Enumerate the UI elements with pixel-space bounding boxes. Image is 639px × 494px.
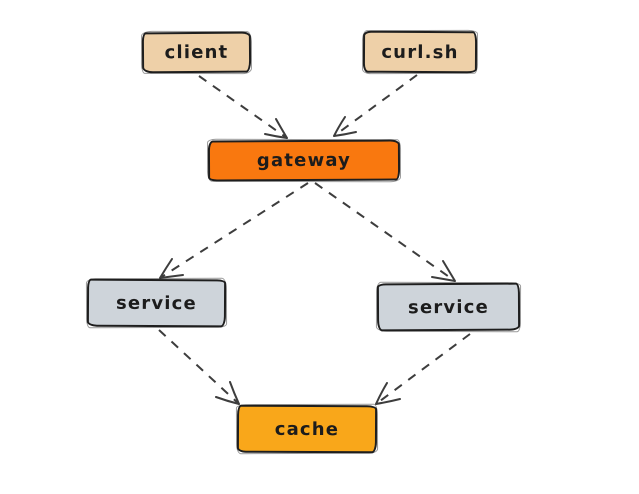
node-service-left: service: [86, 278, 227, 328]
arrowhead-gateway-to-service-right: [431, 260, 456, 282]
edge-service-right-to-cache-line: [375, 333, 471, 405]
node-curl-sh: curl.sh: [362, 30, 478, 74]
node-gateway: gateway: [207, 139, 401, 182]
node-service-right: service: [376, 282, 521, 332]
node-service-left-label: service: [115, 292, 198, 314]
edge-client-to-gateway-line: [198, 75, 288, 139]
arrowhead-curl-to-gateway: [333, 116, 357, 137]
arrowhead-gateway-to-service-left: [159, 258, 184, 279]
edge-gateway-to-service-right: [314, 182, 456, 282]
arrowhead-client-to-gateway: [264, 118, 288, 139]
node-service-right-label: service: [407, 296, 490, 318]
edge-gateway-to-service-right-line: [314, 182, 456, 282]
edge-curl-to-gateway-line: [333, 74, 418, 137]
arrowhead-service-left-to-cache: [215, 381, 240, 405]
node-cache: cache: [236, 404, 378, 454]
node-client: client: [141, 31, 252, 74]
edge-service-left-to-cache: [158, 329, 240, 405]
edge-curl-to-gateway: [333, 74, 418, 137]
node-gateway-label: gateway: [256, 149, 352, 172]
edge-client-to-gateway: [198, 75, 288, 139]
edge-service-right-to-cache: [375, 333, 471, 405]
node-curl-sh-label: curl.sh: [381, 41, 459, 63]
edge-gateway-to-service-left: [159, 182, 309, 279]
node-cache-label: cache: [274, 418, 340, 440]
arrowhead-service-right-to-cache: [375, 382, 401, 405]
edge-service-left-to-cache-line: [158, 329, 240, 405]
node-client-label: client: [164, 41, 229, 64]
edge-gateway-to-service-left-line: [159, 182, 309, 279]
